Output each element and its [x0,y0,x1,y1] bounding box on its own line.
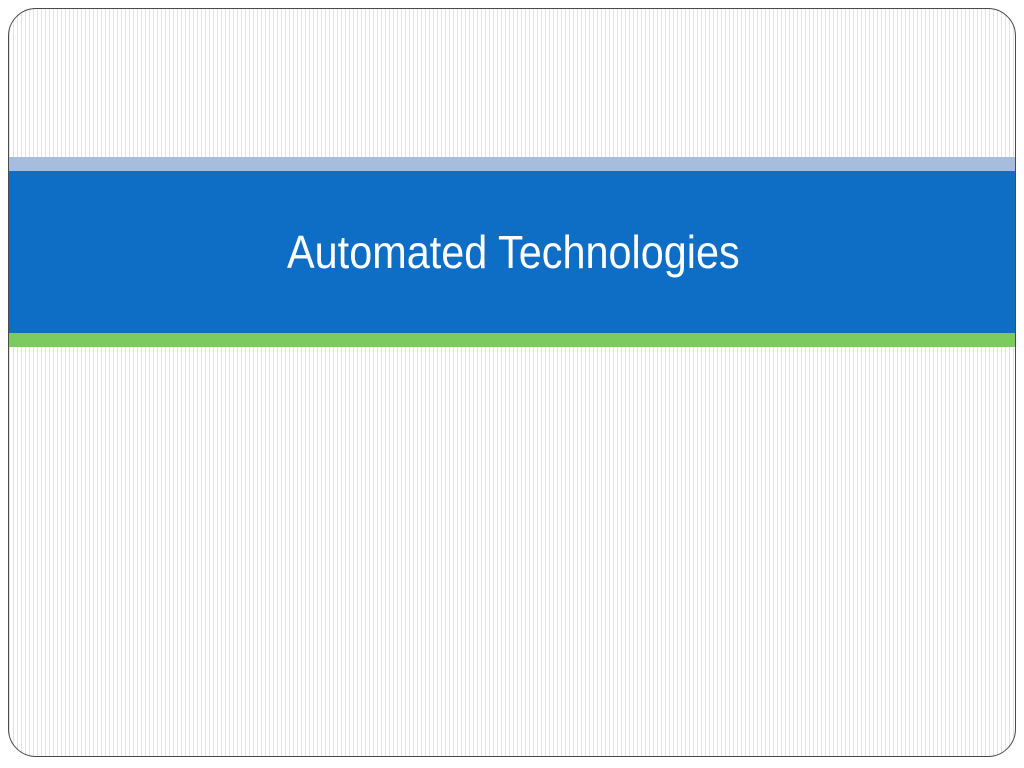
bottom-accent-stripe [9,333,1015,347]
slide-frame: Automated Technologies [8,8,1016,757]
title-band: Automated Technologies [9,171,1015,333]
top-accent-stripe [9,157,1015,171]
slide-title: Automated Technologies [286,226,740,278]
